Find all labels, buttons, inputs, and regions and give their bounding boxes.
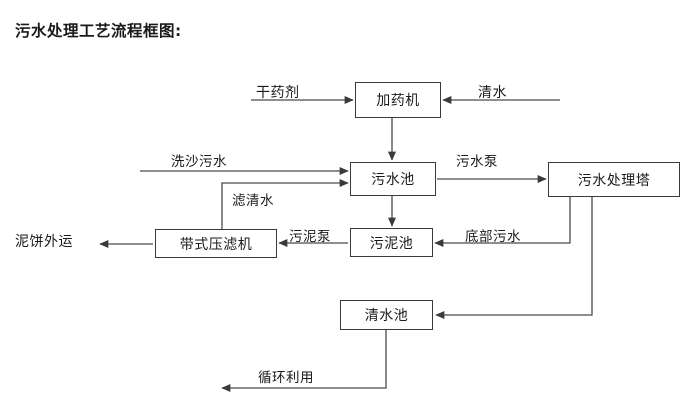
node-treatment-tower[interactable]: 污水处理塔 [548, 162, 680, 197]
edge-label-sand-wash-wastewater: 洗沙污水 [171, 154, 227, 170]
edge-treatment-tower-to-clean-water-pool [435, 197, 593, 320]
node-clean-water-pool[interactable]: 清水池 [340, 300, 433, 330]
node-belt-filter-press[interactable]: 带式压滤机 [155, 229, 277, 258]
terminal-clean-water-in: 清水 [478, 85, 507, 101]
page-title: 污水处理工艺流程框图: [15, 22, 182, 40]
node-dosing-machine[interactable]: 加药机 [355, 82, 441, 118]
edge-label-filtered-water: 滤清水 [232, 193, 274, 209]
edge-filtered-water-to-wastewater-pool [221, 178, 349, 229]
edge-label-bottom-wastewater: 底部污水 [465, 229, 521, 245]
node-wastewater-pool[interactable]: 污水池 [350, 162, 436, 196]
node-sludge-pool[interactable]: 污泥池 [350, 228, 433, 257]
node-label: 清水池 [364, 308, 409, 324]
edge-clean-water-pool-to-recycle [221, 330, 387, 393]
node-label: 污水池 [371, 172, 415, 188]
edge-label-wastewater-pump: 污水泵 [456, 154, 498, 170]
terminal-dry-chemical: 干药剂 [256, 85, 300, 101]
terminal-mud-cake-out: 泥饼外运 [15, 234, 73, 250]
node-label: 带式压滤机 [179, 236, 253, 253]
node-label: 加药机 [376, 93, 420, 109]
edge-label-sludge-pump: 污泥泵 [289, 229, 331, 245]
edge-label-recycle-reuse: 循环利用 [258, 370, 314, 386]
edge-bottom-wastewater-to-sludge-pool [434, 197, 571, 248]
node-label: 污泥池 [369, 235, 414, 252]
node-label: 污水处理塔 [577, 172, 651, 189]
